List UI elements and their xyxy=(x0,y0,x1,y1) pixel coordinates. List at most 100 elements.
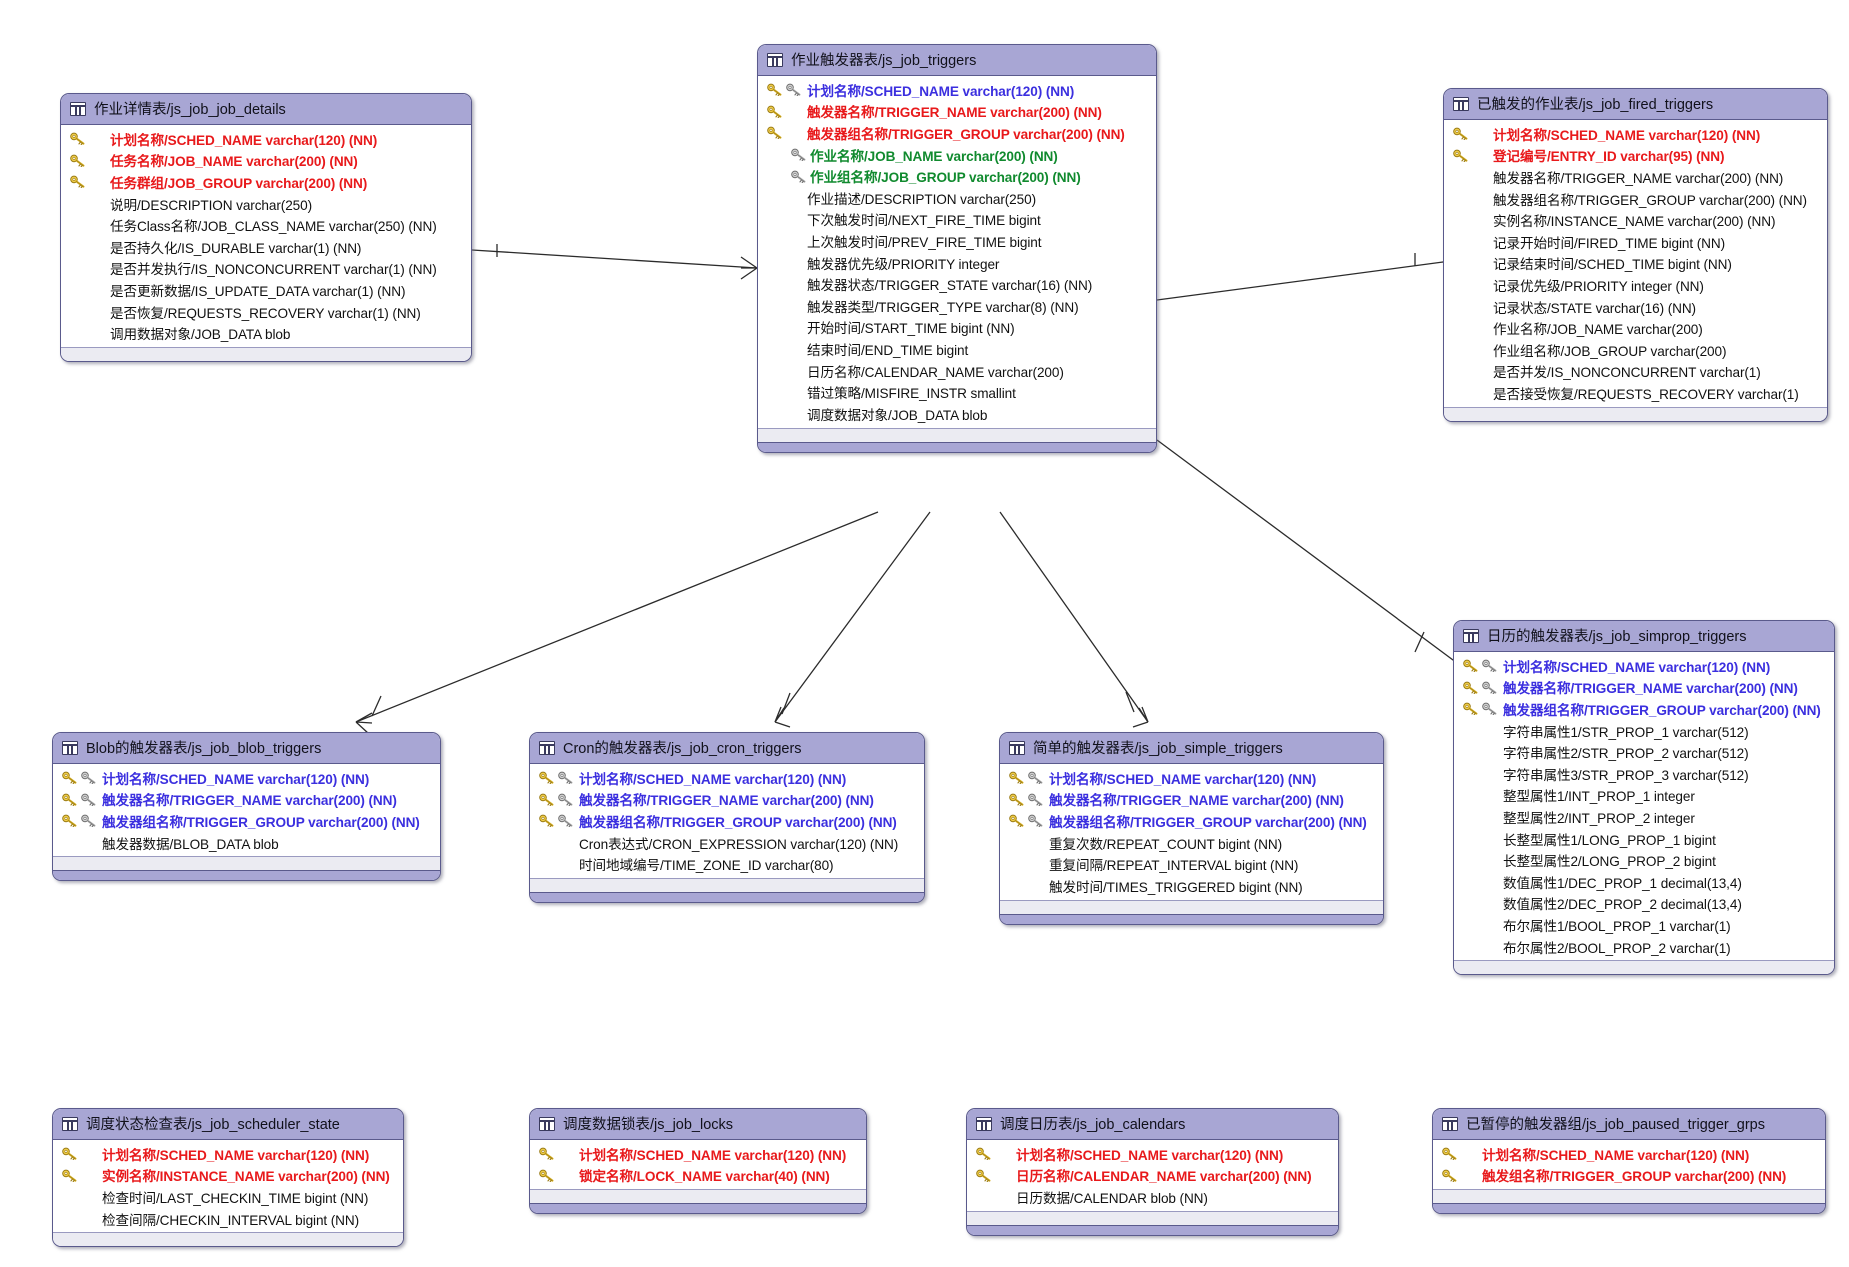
attribute-row[interactable]: 作业组名称/JOB_GROUP varchar(200) xyxy=(1444,339,1827,361)
attribute-row[interactable]: 记录开始时间/FIRED_TIME bigint (NN) xyxy=(1444,231,1827,253)
entity-simprop_triggers[interactable]: 日历的触发器表/js_job_simprop_triggers 计划名称/SCHE… xyxy=(1453,620,1835,976)
attribute-row[interactable]: 计划名称/SCHED_NAME varchar(120) (NN) xyxy=(1454,655,1834,677)
attribute-row[interactable]: 结束时间/END_TIME bigint xyxy=(758,338,1156,360)
attribute-row[interactable]: 日历名称/CALENDAR_NAME varchar(200) xyxy=(758,360,1156,382)
attribute-row[interactable]: 作业组名称/JOB_GROUP varchar(200) (NN) xyxy=(758,165,1156,187)
attribute-row[interactable]: 长整型属性2/LONG_PROP_2 bigint xyxy=(1454,849,1834,871)
attribute-row[interactable]: 字符串属性3/STR_PROP_3 varchar(512) xyxy=(1454,763,1834,785)
attribute-row[interactable]: 计划名称/SCHED_NAME varchar(120) (NN) xyxy=(967,1143,1338,1165)
attribute-row[interactable]: 时间地域编号/TIME_ZONE_ID varchar(80) xyxy=(530,853,924,875)
attribute-row[interactable]: 错过策略/MISFIRE_INSTR smallint xyxy=(758,381,1156,403)
attribute-row[interactable]: 触发器名称/TRIGGER_NAME varchar(200) (NN) xyxy=(53,789,440,811)
attribute-row[interactable]: 触发器组名称/TRIGGER_GROUP varchar(200) (NN) xyxy=(1454,698,1834,720)
attribute-row[interactable]: 重复间隔/REPEAT_INTERVAL bigint (NN) xyxy=(1000,853,1383,875)
entity-scheduler_state[interactable]: 调度状态检查表/js_job_scheduler_state 计划名称/SCHED… xyxy=(52,1108,404,1248)
attribute-row[interactable]: 上次触发时间/PREV_FIRE_TIME bigint xyxy=(758,230,1156,252)
entity-blob_triggers[interactable]: Blob的触发器表/js_job_blob_triggers 计划名称/SCHED… xyxy=(52,732,441,882)
attribute-row[interactable]: 触发器名称/TRIGGER_NAME varchar(200) (NN) xyxy=(1444,166,1827,188)
attribute-row[interactable]: 长整型属性1/LONG_PROP_1 bigint xyxy=(1454,828,1834,850)
attribute-row[interactable]: 实例名称/INSTANCE_NAME varchar(200) (NN) xyxy=(53,1165,403,1187)
attribute-row[interactable]: 日历名称/CALENDAR_NAME varchar(200) (NN) xyxy=(967,1165,1338,1187)
attribute-row[interactable]: 触发器状态/TRIGGER_STATE varchar(16) (NN) xyxy=(758,273,1156,295)
attribute-row[interactable]: 作业名称/JOB_NAME varchar(200) (NN) xyxy=(758,144,1156,166)
attribute-row[interactable]: 触发器名称/TRIGGER_NAME varchar(200) (NN) xyxy=(758,101,1156,123)
attribute-row[interactable]: 计划名称/SCHED_NAME varchar(120) (NN) xyxy=(53,1143,403,1165)
attribute-row[interactable]: 布尔属性1/BOOL_PROP_1 varchar(1) xyxy=(1454,914,1834,936)
entity-cron_triggers[interactable]: Cron的触发器表/js_job_cron_triggers 计划名称/SCHED… xyxy=(529,732,925,903)
attribute-row[interactable]: 触发器优先级/PRIORITY integer xyxy=(758,252,1156,274)
entity-job_triggers[interactable]: 作业触发器表/js_job_triggers 计划名称/SCHED_NAME va… xyxy=(757,44,1157,453)
attribute-row[interactable]: 日历数据/CALENDAR blob (NN) xyxy=(967,1186,1338,1208)
entity-header-job_details[interactable]: 作业详情表/js_job_job_details xyxy=(61,94,471,125)
attribute-row[interactable]: 布尔属性2/BOOL_PROP_2 varchar(1) xyxy=(1454,936,1834,958)
attribute-row[interactable]: 字符串属性2/STR_PROP_2 varchar(512) xyxy=(1454,741,1834,763)
attribute-row[interactable]: 是否接受恢复/REQUESTS_RECOVERY varchar(1) xyxy=(1444,382,1827,404)
entity-fired_triggers[interactable]: 已触发的作业表/js_job_fired_triggers 计划名称/SCHED_… xyxy=(1443,88,1828,422)
attribute-row[interactable]: 计划名称/SCHED_NAME varchar(120) (NN) xyxy=(758,79,1156,101)
attribute-row[interactable]: 记录优先级/PRIORITY integer (NN) xyxy=(1444,274,1827,296)
entity-header-calendars[interactable]: 调度日历表/js_job_calendars xyxy=(967,1109,1338,1140)
attribute-row[interactable]: 作业名称/JOB_NAME varchar(200) xyxy=(1444,317,1827,339)
attribute-row[interactable]: 触发器组名称/TRIGGER_GROUP varchar(200) (NN) xyxy=(53,810,440,832)
attribute-row[interactable]: 触发器名称/TRIGGER_NAME varchar(200) (NN) xyxy=(1000,789,1383,811)
attribute-row[interactable]: 记录结束时间/SCHED_TIME bigint (NN) xyxy=(1444,253,1827,275)
attribute-row[interactable]: 整型属性1/INT_PROP_1 integer xyxy=(1454,785,1834,807)
attribute-row[interactable]: 触发器组名称/TRIGGER_GROUP varchar(200) (NN) xyxy=(530,810,924,832)
entity-locks[interactable]: 调度数据锁表/js_job_locks 计划名称/SCHED_NAME varch… xyxy=(529,1108,867,1215)
entity-header-paused_trigger_grps[interactable]: 已暂停的触发器组/js_job_paused_trigger_grps xyxy=(1433,1109,1825,1140)
attribute-row[interactable]: 触发器数据/BLOB_DATA blob xyxy=(53,832,440,854)
attribute-row[interactable]: 作业描述/DESCRIPTION varchar(250) xyxy=(758,187,1156,209)
attribute-row[interactable]: 任务名称/JOB_NAME varchar(200) (NN) xyxy=(61,150,471,172)
attribute-row[interactable]: 任务Class名称/JOB_CLASS_NAME varchar(250) (N… xyxy=(61,214,471,236)
entity-header-cron_triggers[interactable]: Cron的触发器表/js_job_cron_triggers xyxy=(530,733,924,764)
attribute-row[interactable]: 整型属性2/INT_PROP_2 integer xyxy=(1454,806,1834,828)
attribute-row[interactable]: 实例名称/INSTANCE_NAME varchar(200) (NN) xyxy=(1444,209,1827,231)
attribute-row[interactable]: 数值属性1/DEC_PROP_1 decimal(13,4) xyxy=(1454,871,1834,893)
entity-header-simprop_triggers[interactable]: 日历的触发器表/js_job_simprop_triggers xyxy=(1454,621,1834,652)
entity-header-fired_triggers[interactable]: 已触发的作业表/js_job_fired_triggers xyxy=(1444,89,1827,120)
entity-header-simple_triggers[interactable]: 简单的触发器表/js_job_simple_triggers xyxy=(1000,733,1383,764)
attribute-row[interactable]: 触发时间/TIMES_TRIGGERED bigint (NN) xyxy=(1000,875,1383,897)
attribute-row[interactable]: 检查间隔/CHECKIN_INTERVAL bigint (NN) xyxy=(53,1208,403,1230)
attribute-row[interactable]: 计划名称/SCHED_NAME varchar(120) (NN) xyxy=(530,1143,866,1165)
attribute-row[interactable]: 调用数据对象/JOB_DATA blob xyxy=(61,322,471,344)
attribute-row[interactable]: 是否持久化/IS_DURABLE varchar(1) (NN) xyxy=(61,236,471,258)
attribute-row[interactable]: 触发器组名称/TRIGGER_GROUP varchar(200) (NN) xyxy=(758,122,1156,144)
entity-calendars[interactable]: 调度日历表/js_job_calendars 计划名称/SCHED_NAME va… xyxy=(966,1108,1339,1236)
entity-header-job_triggers[interactable]: 作业触发器表/js_job_triggers xyxy=(758,45,1156,76)
attribute-row[interactable]: 计划名称/SCHED_NAME varchar(120) (NN) xyxy=(1433,1143,1825,1165)
attribute-row[interactable]: 计划名称/SCHED_NAME varchar(120) (NN) xyxy=(530,767,924,789)
attribute-row[interactable]: 触发组名称/TRIGGER_GROUP varchar(200) (NN) xyxy=(1433,1165,1825,1187)
attribute-row[interactable]: 计划名称/SCHED_NAME varchar(120) (NN) xyxy=(61,128,471,150)
attribute-row[interactable]: 触发器类型/TRIGGER_TYPE varchar(8) (NN) xyxy=(758,295,1156,317)
attribute-row[interactable]: 是否更新数据/IS_UPDATE_DATA varchar(1) (NN) xyxy=(61,279,471,301)
entity-job_details[interactable]: 作业详情表/js_job_job_details 计划名称/SCHED_NAME … xyxy=(60,93,472,362)
attribute-row[interactable]: 计划名称/SCHED_NAME varchar(120) (NN) xyxy=(1000,767,1383,789)
attribute-row[interactable]: 检查时间/LAST_CHECKIN_TIME bigint (NN) xyxy=(53,1186,403,1208)
entity-header-scheduler_state[interactable]: 调度状态检查表/js_job_scheduler_state xyxy=(53,1109,403,1140)
attribute-row[interactable]: 是否恢复/REQUESTS_RECOVERY varchar(1) (NN) xyxy=(61,301,471,323)
attribute-row[interactable]: 锁定名称/LOCK_NAME varchar(40) (NN) xyxy=(530,1165,866,1187)
entity-paused_trigger_grps[interactable]: 已暂停的触发器组/js_job_paused_trigger_grps 计划名称/… xyxy=(1432,1108,1826,1215)
attribute-row[interactable]: 是否并发执行/IS_NONCONCURRENT varchar(1) (NN) xyxy=(61,258,471,280)
attribute-row[interactable]: 数值属性2/DEC_PROP_2 decimal(13,4) xyxy=(1454,893,1834,915)
attribute-row[interactable]: 下次触发时间/NEXT_FIRE_TIME bigint xyxy=(758,209,1156,231)
attribute-row[interactable]: 记录状态/STATE varchar(16) (NN) xyxy=(1444,296,1827,318)
attribute-row[interactable]: 调度数据对象/JOB_DATA blob xyxy=(758,403,1156,425)
attribute-row[interactable]: 是否并发/IS_NONCONCURRENT varchar(1) xyxy=(1444,361,1827,383)
attribute-row[interactable]: 触发器组名称/TRIGGER_GROUP varchar(200) (NN) xyxy=(1444,188,1827,210)
entity-header-blob_triggers[interactable]: Blob的触发器表/js_job_blob_triggers xyxy=(53,733,440,764)
attribute-row[interactable]: 开始时间/START_TIME bigint (NN) xyxy=(758,317,1156,339)
attribute-row[interactable]: 计划名称/SCHED_NAME varchar(120) (NN) xyxy=(1444,123,1827,145)
entity-simple_triggers[interactable]: 简单的触发器表/js_job_simple_triggers 计划名称/SCHED… xyxy=(999,732,1384,925)
attribute-row[interactable]: 重复次数/REPEAT_COUNT bigint (NN) xyxy=(1000,832,1383,854)
attribute-row[interactable]: 说明/DESCRIPTION varchar(250) xyxy=(61,193,471,215)
entity-header-locks[interactable]: 调度数据锁表/js_job_locks xyxy=(530,1109,866,1140)
attribute-row[interactable]: 触发器组名称/TRIGGER_GROUP varchar(200) (NN) xyxy=(1000,810,1383,832)
attribute-row[interactable]: Cron表达式/CRON_EXPRESSION varchar(120) (NN… xyxy=(530,832,924,854)
attribute-row[interactable]: 计划名称/SCHED_NAME varchar(120) (NN) xyxy=(53,767,440,789)
attribute-row[interactable]: 登记编号/ENTRY_ID varchar(95) (NN) xyxy=(1444,145,1827,167)
attribute-row[interactable]: 触发器名称/TRIGGER_NAME varchar(200) (NN) xyxy=(530,789,924,811)
attribute-row[interactable]: 触发器名称/TRIGGER_NAME varchar(200) (NN) xyxy=(1454,677,1834,699)
attribute-row[interactable]: 任务群组/JOB_GROUP varchar(200) (NN) xyxy=(61,171,471,193)
